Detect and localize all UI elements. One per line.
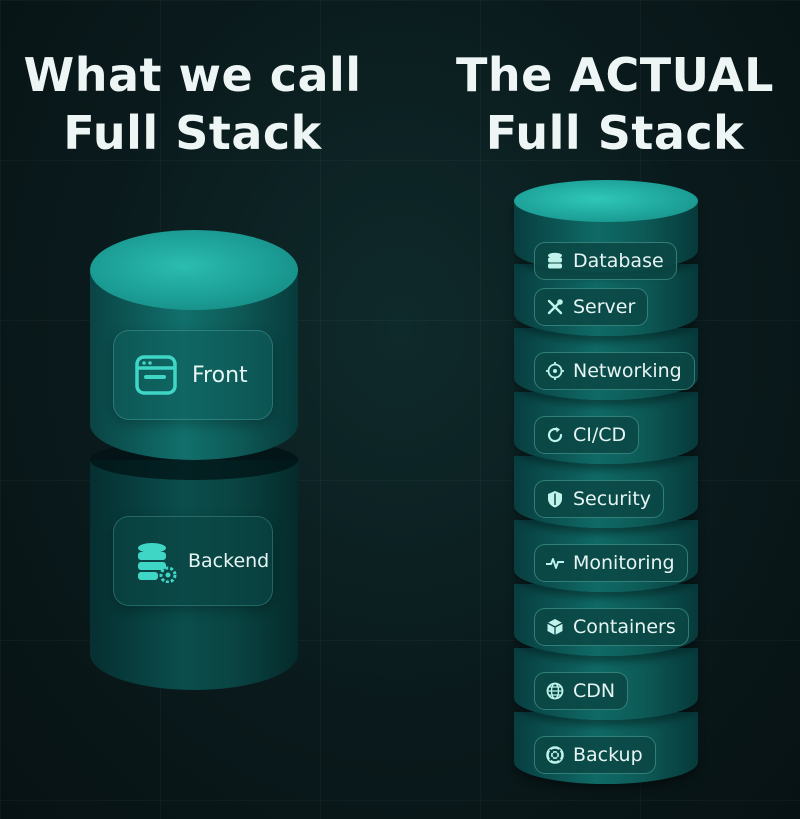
stack-layer: Monitoring <box>514 500 698 592</box>
layer-pill: Monitoring <box>534 544 688 582</box>
backend-card: Backend <box>113 516 273 606</box>
stack-layer: Database <box>514 180 698 280</box>
title-right: The ACTUAL Full Stack <box>415 46 800 162</box>
layer-label: CDN <box>573 680 616 702</box>
layer-label: Networking <box>573 360 682 382</box>
title-left-line1: What we call <box>23 48 362 102</box>
layer-pill: Containers <box>534 608 689 646</box>
stack-layer: Security <box>514 436 698 528</box>
pulse-icon <box>546 558 564 569</box>
stack-layer: Networking <box>514 308 698 400</box>
layer-pill: Security <box>534 480 665 518</box>
layer-label: Monitoring <box>573 552 675 574</box>
cube-icon <box>547 619 563 635</box>
layer-pill: Database <box>534 242 677 280</box>
title-left: What we call Full Stack <box>0 46 385 162</box>
layer-pill: Server <box>534 288 649 326</box>
layer-pill: CI/CD <box>534 416 640 454</box>
layer-label: Database <box>573 250 664 272</box>
database-icon <box>548 252 562 269</box>
title-right-line1: The ACTUAL <box>456 48 774 102</box>
refresh-icon <box>547 427 563 443</box>
title-right-line2: Full Stack <box>485 106 745 160</box>
layer-label: Security <box>573 488 652 510</box>
stack-layer: CDN <box>514 628 698 720</box>
layer-pill: CDN <box>534 672 629 710</box>
title-left-line2: Full Stack <box>63 106 322 160</box>
database-gear-icon <box>138 543 177 583</box>
backend-cylinder: Backend <box>90 460 298 690</box>
tools-icon <box>547 299 563 315</box>
layer-label: CI/CD <box>573 424 627 446</box>
network-icon <box>546 362 564 380</box>
layer-label: Server <box>573 296 636 318</box>
globe-icon <box>546 682 564 700</box>
stack-layer: Containers <box>514 564 698 656</box>
stack-layer: CI/CD <box>514 372 698 464</box>
layer-pill: Networking <box>534 352 695 390</box>
frontend-cylinder: Front <box>90 230 298 460</box>
layer-pill: Backup <box>534 736 656 774</box>
shield-icon <box>548 491 562 508</box>
backend-label: Backend <box>188 550 270 572</box>
front-label: Front <box>192 362 248 388</box>
lifebuoy-icon <box>546 746 564 764</box>
layer-label: Containers <box>573 616 676 638</box>
browser-window-icon <box>135 355 177 395</box>
layer-label: Backup <box>573 744 643 766</box>
front-card: Front <box>113 330 273 420</box>
stack-layer: Backup <box>514 692 698 784</box>
